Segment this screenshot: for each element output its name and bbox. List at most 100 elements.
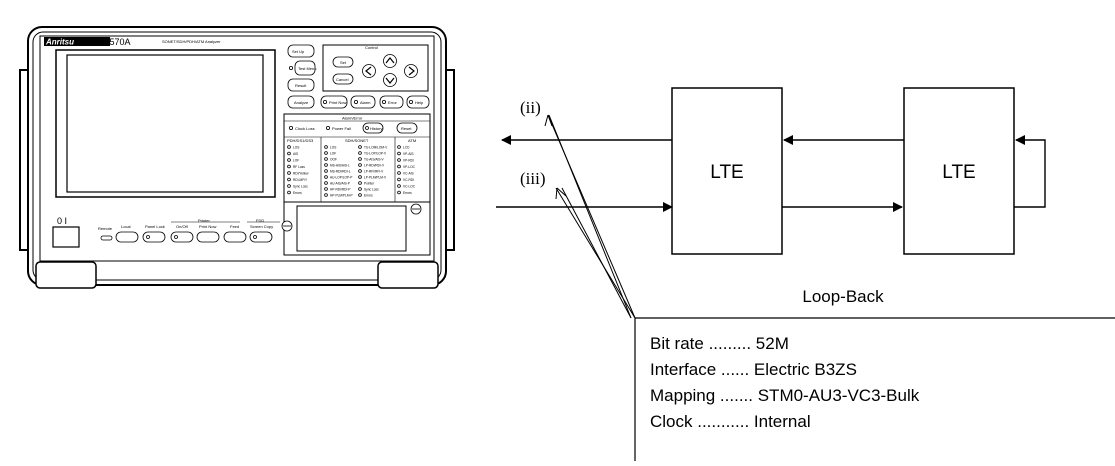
test-menu-button[interactable] — [294, 60, 316, 76]
clock-loss-led — [288, 126, 293, 131]
alarm-item-label: TU-LOP/LOP-V — [364, 152, 387, 156]
alarm-item-label: Pointer — [364, 182, 375, 186]
alarm-item-label: VC-RDI — [403, 178, 414, 182]
alarm-item-label: MS-AIS/AIS-L — [330, 164, 350, 168]
alarm-item-label: LCD — [403, 146, 410, 150]
printer-on-led — [174, 235, 178, 239]
display-screen — [66, 54, 264, 193]
alarm-led — [397, 171, 401, 175]
power-switch[interactable] — [52, 226, 80, 248]
alarm-item-label: Errors — [403, 191, 412, 195]
feed-button[interactable] — [223, 231, 247, 243]
screen-copy-led — [253, 235, 257, 239]
alarm-item-label: VC-AIS — [403, 172, 414, 176]
alarm-led — [358, 157, 362, 161]
error-button[interactable] — [379, 95, 404, 109]
connection-diagram: LTE LTE (ii) (iii) Loop-Back — [496, 87, 1115, 461]
alarm-item-label: LOS — [293, 146, 299, 150]
control-title: Control — [365, 45, 378, 50]
remote-indicator — [100, 235, 113, 241]
screen-copy-button[interactable] — [249, 231, 273, 243]
reset-button[interactable] — [396, 122, 418, 134]
alarm-item-label: VP-LOC — [403, 165, 416, 169]
alarm-led — [324, 181, 328, 185]
on-off-label: On/Off — [176, 224, 189, 229]
printer-print-now-button[interactable] — [196, 231, 220, 243]
history-label: History — [370, 126, 382, 131]
alarm-led — [287, 190, 291, 195]
alarm-item-label: MS-RDI/RDI-L — [330, 170, 351, 174]
help-button[interactable] — [406, 95, 430, 109]
print-now-led — [322, 100, 327, 105]
set-button-label: Set — [340, 60, 347, 65]
fdd-door[interactable] — [296, 205, 407, 252]
set-button[interactable] — [332, 56, 354, 68]
alarm-led — [397, 184, 401, 188]
test-menu-label: Test Menu — [298, 66, 316, 71]
arrow-up-button[interactable] — [383, 54, 397, 68]
sdh-alarm-list-2: TU-LOM/LOM-VTU-LOP/LOP-VTU-AIS/AIS-VLP-R… — [358, 145, 388, 198]
alarm-led — [287, 158, 291, 162]
printer-on-off-button[interactable] — [170, 231, 194, 243]
model-name: MP1570A — [91, 37, 131, 47]
sdh-alarm-list: LOSLOFOOFMS-AIS/AIS-LMS-RDI/RDI-LAU-LOP/… — [324, 145, 353, 198]
setting-mapping: Mapping ....... STM0-AU3-VC3-Bulk — [650, 386, 920, 405]
alarm-led — [358, 151, 362, 155]
arrow-down-button[interactable] — [383, 73, 397, 87]
history-led — [365, 126, 369, 130]
control-frame — [322, 44, 429, 92]
pointer-line-ii-b — [548, 114, 632, 319]
arrow-right-button[interactable] — [404, 64, 418, 78]
atm-alarm-list: LCDVP-AISVP-RDIVP-LOCVC-AISVC-RDIVC-LOCE… — [397, 145, 416, 195]
arrow-down-icon — [385, 77, 395, 84]
diagram-caption: Loop-Back — [802, 287, 884, 306]
alarm-item-label: LP-RFI/RFI-V — [364, 170, 384, 174]
col-atm-header: ATM — [408, 138, 416, 143]
brand-logo: Anritsu — [44, 37, 110, 47]
alarm-item-label: Errors — [293, 191, 302, 195]
panel-lock-label: Panel Lock — [145, 224, 165, 229]
alarm-led — [287, 184, 291, 188]
alarm-title: Alarm/Error — [342, 116, 363, 121]
alarm-led — [397, 151, 401, 156]
bottom-controls: 0 I Remote Local Panel Lock Printer On/O… — [52, 216, 280, 248]
setting-interface: Interface ...... Electric B3ZS — [650, 360, 857, 379]
local-button[interactable] — [115, 231, 139, 243]
alarm-item-label: TU-LOM/LOM-V — [364, 146, 388, 150]
label-iii: (iii) — [520, 169, 546, 188]
help-led — [408, 100, 413, 105]
alarm-led — [358, 175, 362, 179]
alarm-error-panel: Alarm/Error Clock Loss Power Fail Histor… — [283, 113, 431, 203]
alarm-led — [324, 151, 328, 155]
lte-box-2 — [903, 87, 1015, 255]
mode-buttons: Set Up Test Menu Result Analyze — [287, 44, 316, 109]
arrow-left-icon — [365, 66, 372, 76]
setting-bit-rate: Bit rate ......... 52M — [650, 334, 789, 353]
alarm-led — [287, 164, 291, 169]
analyze-button[interactable] — [287, 95, 315, 109]
alarm-item-label: RDI-MF/Y — [293, 178, 308, 182]
lte-box-2-label: LTE — [942, 162, 975, 183]
print-now-button[interactable] — [320, 95, 348, 109]
alarm-led — [358, 145, 362, 149]
cancel-button[interactable] — [332, 73, 354, 85]
lte-box-1 — [671, 87, 783, 255]
setup-button[interactable] — [287, 44, 315, 58]
right-foot — [377, 261, 439, 289]
error-led — [381, 100, 386, 105]
alarm-item-label: LOF — [293, 159, 299, 163]
history-button[interactable] — [362, 122, 384, 134]
arrow-left-button[interactable] — [362, 64, 376, 78]
label-ii: (ii) — [520, 98, 541, 117]
alarm-item-label: VP-AIS — [403, 152, 413, 156]
control-section: Control Set Cancel — [322, 44, 429, 92]
panel-lock-button[interactable] — [142, 231, 166, 243]
alarm-item-label: AU-AIS/AIS-P — [330, 182, 350, 186]
alarm-button[interactable] — [350, 95, 376, 109]
panel-lock-led — [146, 235, 150, 239]
screen-copy-label: Screen Copy — [250, 224, 273, 229]
result-button[interactable] — [287, 78, 315, 92]
print-now-label: Print Now — [329, 100, 346, 105]
col-pdh-header: PDH/DS1/DS3 — [287, 138, 314, 143]
